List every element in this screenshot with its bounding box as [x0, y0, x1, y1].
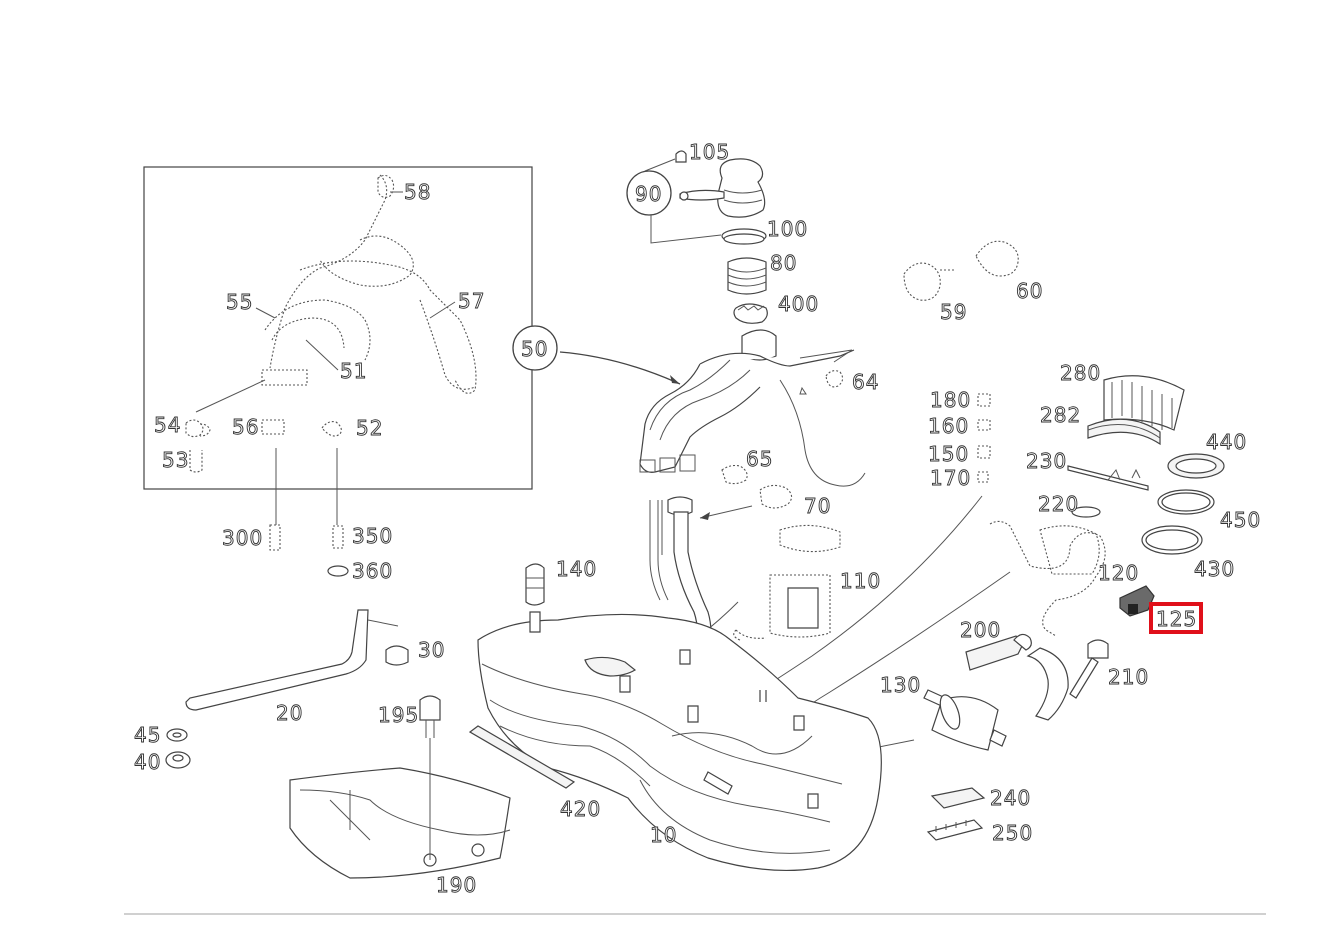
label-60[interactable]: 60	[1016, 279, 1043, 304]
part-150-180-shapes	[977, 393, 991, 483]
label-195[interactable]: 195	[378, 703, 419, 728]
label-250[interactable]: 250	[992, 821, 1033, 846]
part-360-shape	[327, 565, 349, 577]
fuel-filter	[923, 689, 1007, 751]
label-65[interactable]: 65	[746, 447, 773, 472]
part-64-shape	[825, 370, 844, 388]
part-59-shape	[903, 262, 956, 301]
part-65-shape	[721, 464, 748, 485]
label-140[interactable]: 140	[556, 557, 597, 582]
label-125[interactable]: 125	[1156, 607, 1197, 632]
label-20[interactable]: 20	[276, 701, 303, 726]
label-30[interactable]: 30	[418, 638, 445, 663]
part-250-shape	[926, 819, 984, 841]
label-200[interactable]: 200	[960, 618, 1001, 643]
label-50[interactable]: 50	[521, 337, 548, 362]
label-360[interactable]: 360	[352, 559, 393, 584]
label-110[interactable]: 110	[840, 569, 881, 594]
label-240[interactable]: 240	[990, 786, 1031, 811]
label-45[interactable]: 45	[134, 723, 161, 748]
label-40[interactable]: 40	[134, 750, 161, 775]
label-64[interactable]: 64	[852, 370, 879, 395]
label-120[interactable]: 120	[1098, 561, 1139, 586]
label-53[interactable]: 53	[162, 448, 189, 473]
label-52[interactable]: 52	[356, 416, 383, 441]
part-200-shape	[965, 635, 1025, 671]
fuel-tank	[477, 611, 882, 872]
label-180[interactable]: 180	[930, 388, 971, 413]
label-350[interactable]: 350	[352, 524, 393, 549]
label-105[interactable]: 105	[689, 140, 730, 165]
label-160[interactable]: 160	[928, 414, 969, 439]
label-300[interactable]: 300	[222, 526, 263, 551]
part-labels: 58 55 57 51 54 56 52 53 300 350 360 50 9…	[134, 140, 1261, 898]
label-230[interactable]: 230	[1026, 449, 1067, 474]
label-55[interactable]: 55	[226, 290, 253, 315]
sender-unit-parts	[1067, 375, 1225, 555]
part-350-shape	[332, 525, 344, 549]
part-200-strap	[1026, 647, 1069, 721]
label-420[interactable]: 420	[560, 797, 601, 822]
fuel-pump-assembly	[733, 524, 841, 641]
label-57[interactable]: 57	[458, 289, 485, 314]
label-100[interactable]: 100	[767, 217, 808, 242]
label-10[interactable]: 10	[650, 823, 677, 848]
filler-neck-assembly	[639, 329, 866, 487]
highlight-box-125	[1149, 602, 1203, 634]
part-195-shape	[419, 695, 441, 721]
label-170[interactable]: 170	[930, 466, 971, 491]
arrow-50	[559, 351, 681, 385]
inset-detail-box	[143, 166, 533, 490]
part-300-shape	[269, 524, 281, 551]
sender-unit-120	[989, 520, 1106, 637]
part-60-shape	[975, 240, 1019, 277]
tank-strap-bracket	[165, 609, 409, 769]
heat-shield	[289, 767, 511, 879]
part-70-shape	[759, 484, 793, 509]
label-90[interactable]: 90	[635, 182, 662, 207]
label-59[interactable]: 59	[940, 300, 967, 325]
label-280[interactable]: 280	[1060, 361, 1101, 386]
label-130[interactable]: 130	[880, 673, 921, 698]
part-420-shape	[468, 725, 576, 789]
bracket-90	[644, 158, 722, 244]
label-450[interactable]: 450	[1220, 508, 1261, 533]
label-58[interactable]: 58	[404, 180, 431, 205]
label-80[interactable]: 80	[770, 251, 797, 276]
label-430[interactable]: 430	[1194, 557, 1235, 582]
label-150[interactable]: 150	[928, 442, 969, 467]
part-240-shape	[930, 787, 986, 809]
callout-circle-50	[512, 325, 558, 371]
label-282[interactable]: 282	[1040, 403, 1081, 428]
fuel-cap-assembly	[675, 150, 768, 324]
label-70[interactable]: 70	[804, 494, 831, 519]
label-51[interactable]: 51	[340, 359, 367, 384]
part-210-shape	[1087, 639, 1109, 659]
label-220[interactable]: 220	[1038, 492, 1079, 517]
label-210[interactable]: 210	[1108, 665, 1149, 690]
label-400[interactable]: 400	[778, 292, 819, 317]
label-190[interactable]: 190	[436, 873, 477, 898]
label-440[interactable]: 440	[1206, 430, 1247, 455]
label-56[interactable]: 56	[232, 415, 259, 440]
part-140-shape	[525, 563, 545, 606]
callout-circle-90	[626, 170, 672, 216]
label-54[interactable]: 54	[154, 413, 181, 438]
